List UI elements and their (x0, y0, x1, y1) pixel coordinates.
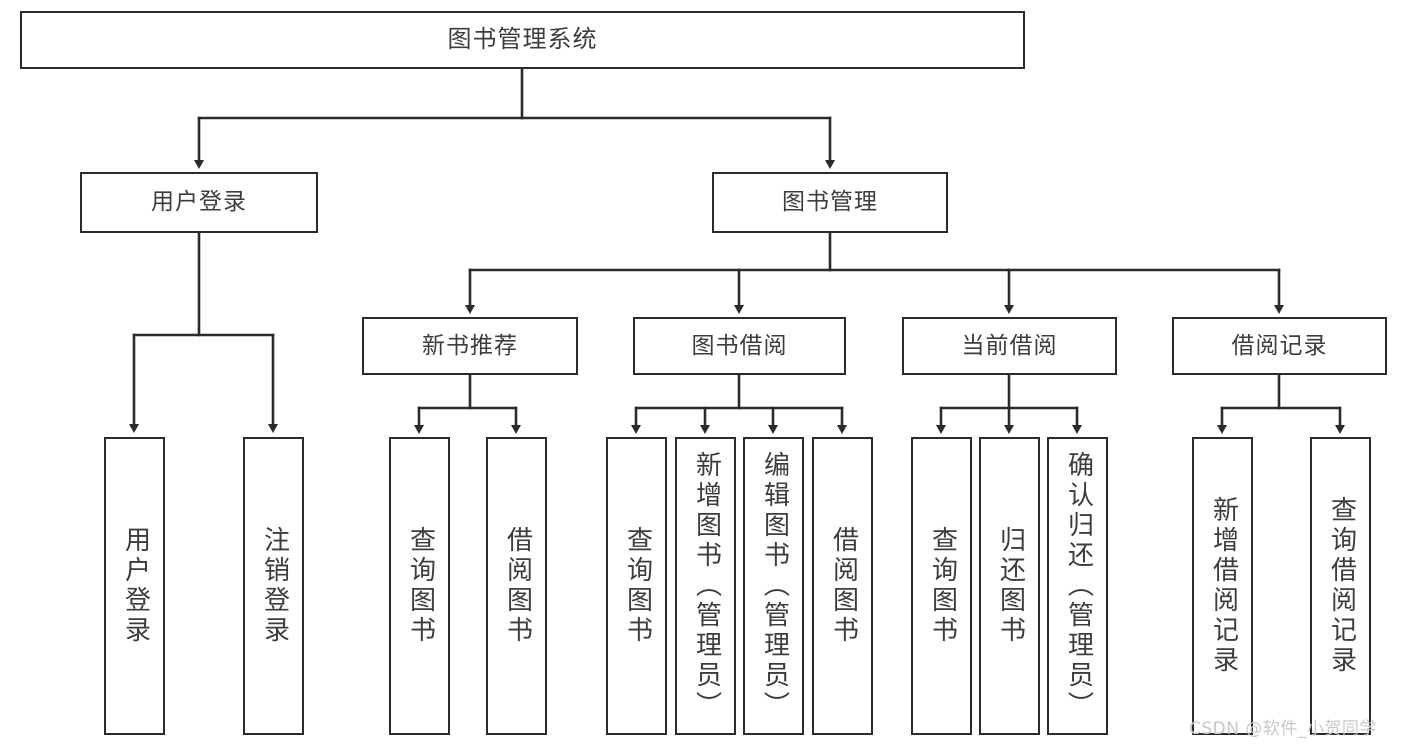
node-leaf-user-login[interactable]: 用户登录 (104, 437, 165, 735)
node-leaf-query-book-3[interactable]: 查询图书 (911, 437, 972, 735)
node-label: 借阅图书 (502, 526, 533, 646)
node-root-system[interactable]: 图书管理系统 (20, 11, 1025, 69)
node-label: 新增借阅记录 (1208, 496, 1239, 676)
node-user-login[interactable]: 用户登录 (80, 172, 318, 233)
node-label: 查询借阅记录 (1326, 496, 1357, 676)
node-leaf-confirm-return[interactable]: 确认归还（管理员） (1047, 437, 1108, 735)
node-label: 查询图书 (927, 526, 958, 646)
node-label: 新书推荐 (422, 332, 518, 359)
node-leaf-edit-book[interactable]: 编辑图书（管理员） (743, 437, 804, 735)
node-leaf-add-book[interactable]: 新增图书（管理员） (675, 437, 736, 735)
node-label: 编辑图书（管理员） (759, 451, 790, 721)
node-label: 查询图书 (622, 526, 653, 646)
node-label: 图书管理 (782, 189, 878, 216)
node-label: 借阅图书 (828, 526, 859, 646)
node-current-borrow[interactable]: 当前借阅 (902, 317, 1117, 375)
node-label: 图书管理系统 (447, 25, 598, 54)
node-leaf-query-book-1[interactable]: 查询图书 (389, 437, 450, 735)
node-book-management[interactable]: 图书管理 (712, 172, 948, 233)
csdn-watermark: CSDN @软件_小贺同学 (1189, 719, 1377, 739)
node-label: 图书借阅 (691, 332, 788, 359)
node-label: 查询图书 (405, 526, 436, 646)
node-leaf-add-record[interactable]: 新增借阅记录 (1192, 437, 1253, 735)
node-label: 新增图书（管理员） (691, 451, 722, 721)
node-borrow-record[interactable]: 借阅记录 (1172, 317, 1387, 375)
node-leaf-query-record[interactable]: 查询借阅记录 (1310, 437, 1371, 735)
node-new-book-recommend[interactable]: 新书推荐 (362, 317, 578, 375)
node-label: 用户登录 (120, 526, 151, 646)
node-label: 注销登录 (259, 526, 290, 646)
node-leaf-borrow-book-1[interactable]: 借阅图书 (486, 437, 547, 735)
node-label: 归还图书 (995, 526, 1026, 646)
node-label: 当前借阅 (961, 332, 1058, 359)
node-label: 借阅记录 (1231, 332, 1328, 359)
node-leaf-borrow-book-2[interactable]: 借阅图书 (812, 437, 873, 735)
node-leaf-query-book-2[interactable]: 查询图书 (606, 437, 667, 735)
node-leaf-user-logout[interactable]: 注销登录 (243, 437, 304, 735)
node-leaf-return-book[interactable]: 归还图书 (979, 437, 1040, 735)
node-book-borrow[interactable]: 图书借阅 (633, 317, 846, 375)
node-label: 用户登录 (151, 189, 247, 216)
node-label: 确认归还（管理员） (1063, 451, 1094, 721)
